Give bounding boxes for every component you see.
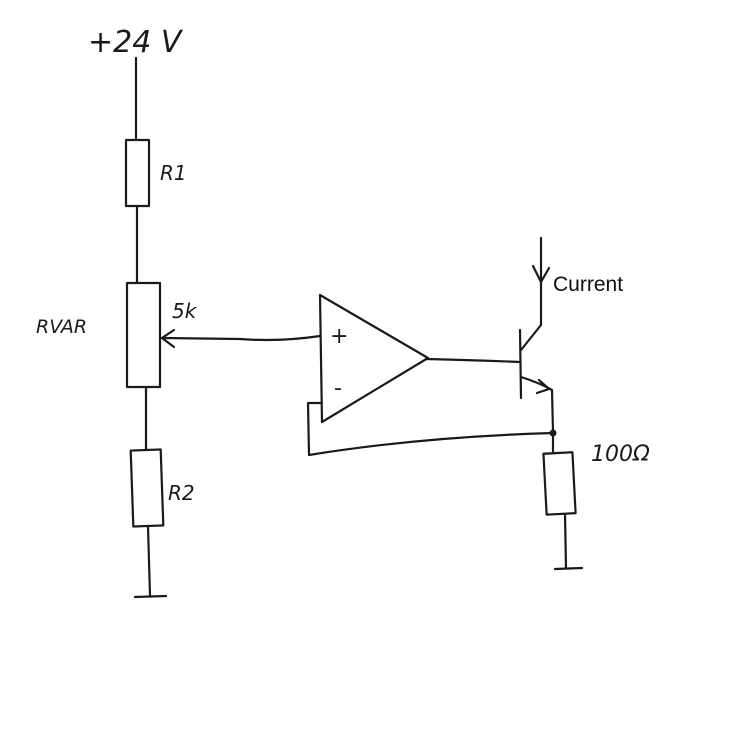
rvar-value-label: 5k: [172, 299, 198, 323]
r1-label: R1: [160, 161, 187, 185]
r2-resistor: [129, 448, 165, 528]
transistor-base-bar: [518, 328, 523, 400]
r1-resistor: [124, 138, 151, 208]
right-ground-icon: [553, 566, 584, 571]
wiper-wire: [160, 334, 322, 342]
rvar-potentiometer: [125, 281, 162, 389]
supply-label: +24 V: [88, 25, 184, 60]
left-ground-wire: [146, 525, 152, 597]
transistor-collector: [519, 236, 543, 352]
right-ground-wire: [563, 512, 568, 570]
left-ground-icon: [133, 594, 168, 599]
rvar-label: RVAR: [36, 316, 87, 338]
emitter-arrow-icon: [535, 378, 551, 395]
opamp-minus-label: -: [334, 376, 342, 401]
sense-resistor: [542, 451, 577, 516]
transistor-emitter: [519, 375, 555, 434]
current-label: Current: [553, 273, 623, 296]
opamp-output-wire: [424, 357, 522, 364]
sense-resistor-label: 100Ω: [591, 442, 650, 467]
opamp-plus-label: +: [330, 324, 348, 349]
r2-label: R2: [168, 481, 195, 505]
opamp-triangle: [318, 293, 430, 424]
current-arrow-icon: [531, 264, 551, 284]
feedback-wire: [306, 401, 555, 457]
